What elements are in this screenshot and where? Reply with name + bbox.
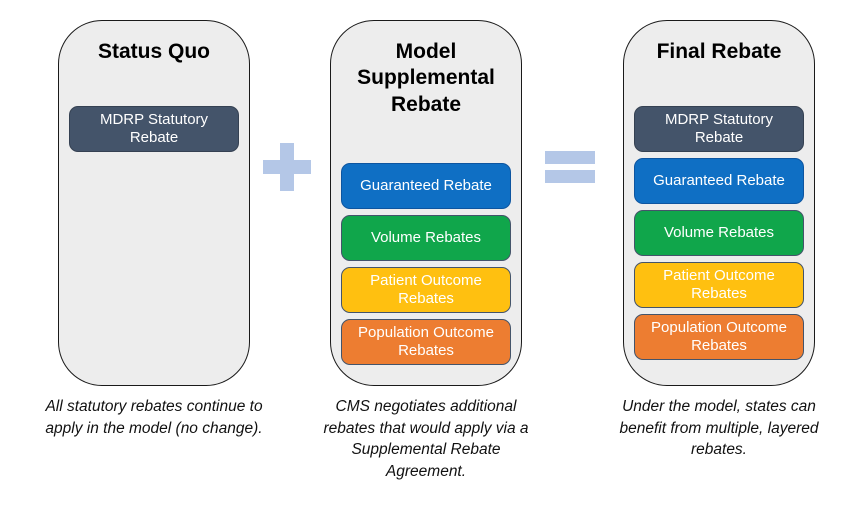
model-supplemental-rebate-panel: Model Supplemental Rebate Guaranteed Reb… [330,20,522,386]
plus-icon-vertical-bar [280,143,294,191]
status-quo-caption: All statutory rebates continue to apply … [45,398,263,437]
mdrp-statutory-rebate-box: MDRP Statutory Rebate [634,106,804,152]
status-quo-title: Status Quo [97,40,210,63]
equals-icon-top-bar [545,151,595,164]
final-rebate-caption: Under the model, states can benefit from… [619,398,819,459]
model-supplemental-rebate-caption: CMS negotiates additional rebates that w… [323,398,529,481]
status-quo-panel: Status Quo MDRP Statutory Rebate [58,20,250,386]
status-quo-box-stack: MDRP Statutory Rebate [69,106,239,152]
guaranteed-rebate-box: Guaranteed Rebate [341,163,511,209]
final-rebate-box-stack: MDRP Statutory Rebate Guaranteed Rebate … [634,106,804,360]
volume-rebates-box: Volume Rebates [341,215,511,261]
volume-rebates-box: Volume Rebates [634,210,804,256]
model-supplemental-rebate-title: Model Supplemental Rebate [357,40,495,116]
equals-icon-bottom-bar [545,170,595,183]
final-rebate-title: Final Rebate [656,40,782,63]
guaranteed-rebate-box: Guaranteed Rebate [634,158,804,204]
patient-outcome-rebates-box: Patient Outcome Rebates [341,267,511,313]
patient-outcome-rebates-box: Patient Outcome Rebates [634,262,804,308]
model-supplemental-box-stack: Guaranteed Rebate Volume Rebates Patient… [341,163,511,365]
equals-icon [545,151,595,183]
mdrp-statutory-rebate-box: MDRP Statutory Rebate [69,106,239,152]
population-outcome-rebates-box: Population Outcome Rebates [634,314,804,360]
plus-icon [263,143,311,191]
final-rebate-panel: Final Rebate MDRP Statutory Rebate Guara… [623,20,815,386]
population-outcome-rebates-box: Population Outcome Rebates [341,319,511,365]
